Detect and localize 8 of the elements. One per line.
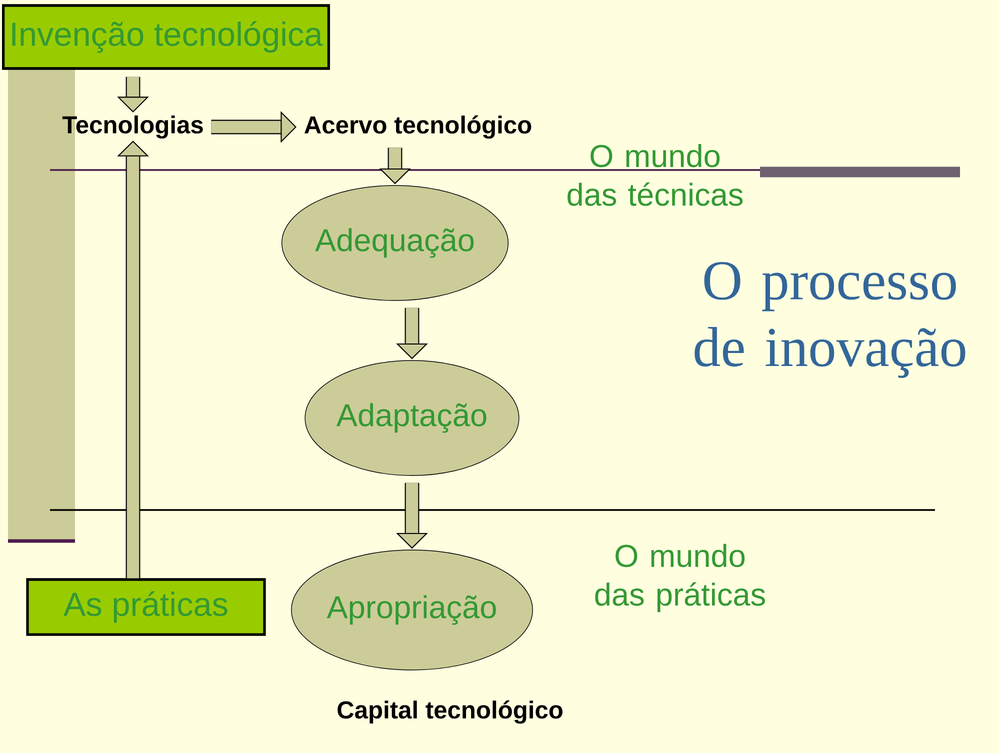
text-box: As práticas [26, 578, 266, 636]
bold-label: Capital tecnológico [338, 700, 562, 724]
text-box: Invenção tecnológica [2, 4, 330, 70]
region-label: O mundo das práticas [595, 544, 765, 612]
bold-label: Tecnologias [62, 115, 203, 139]
title: O processo de inovação [694, 262, 966, 378]
region-label: O mundo das técnicas [568, 144, 743, 206]
bold-label: Acervo tecnológico [304, 115, 532, 139]
